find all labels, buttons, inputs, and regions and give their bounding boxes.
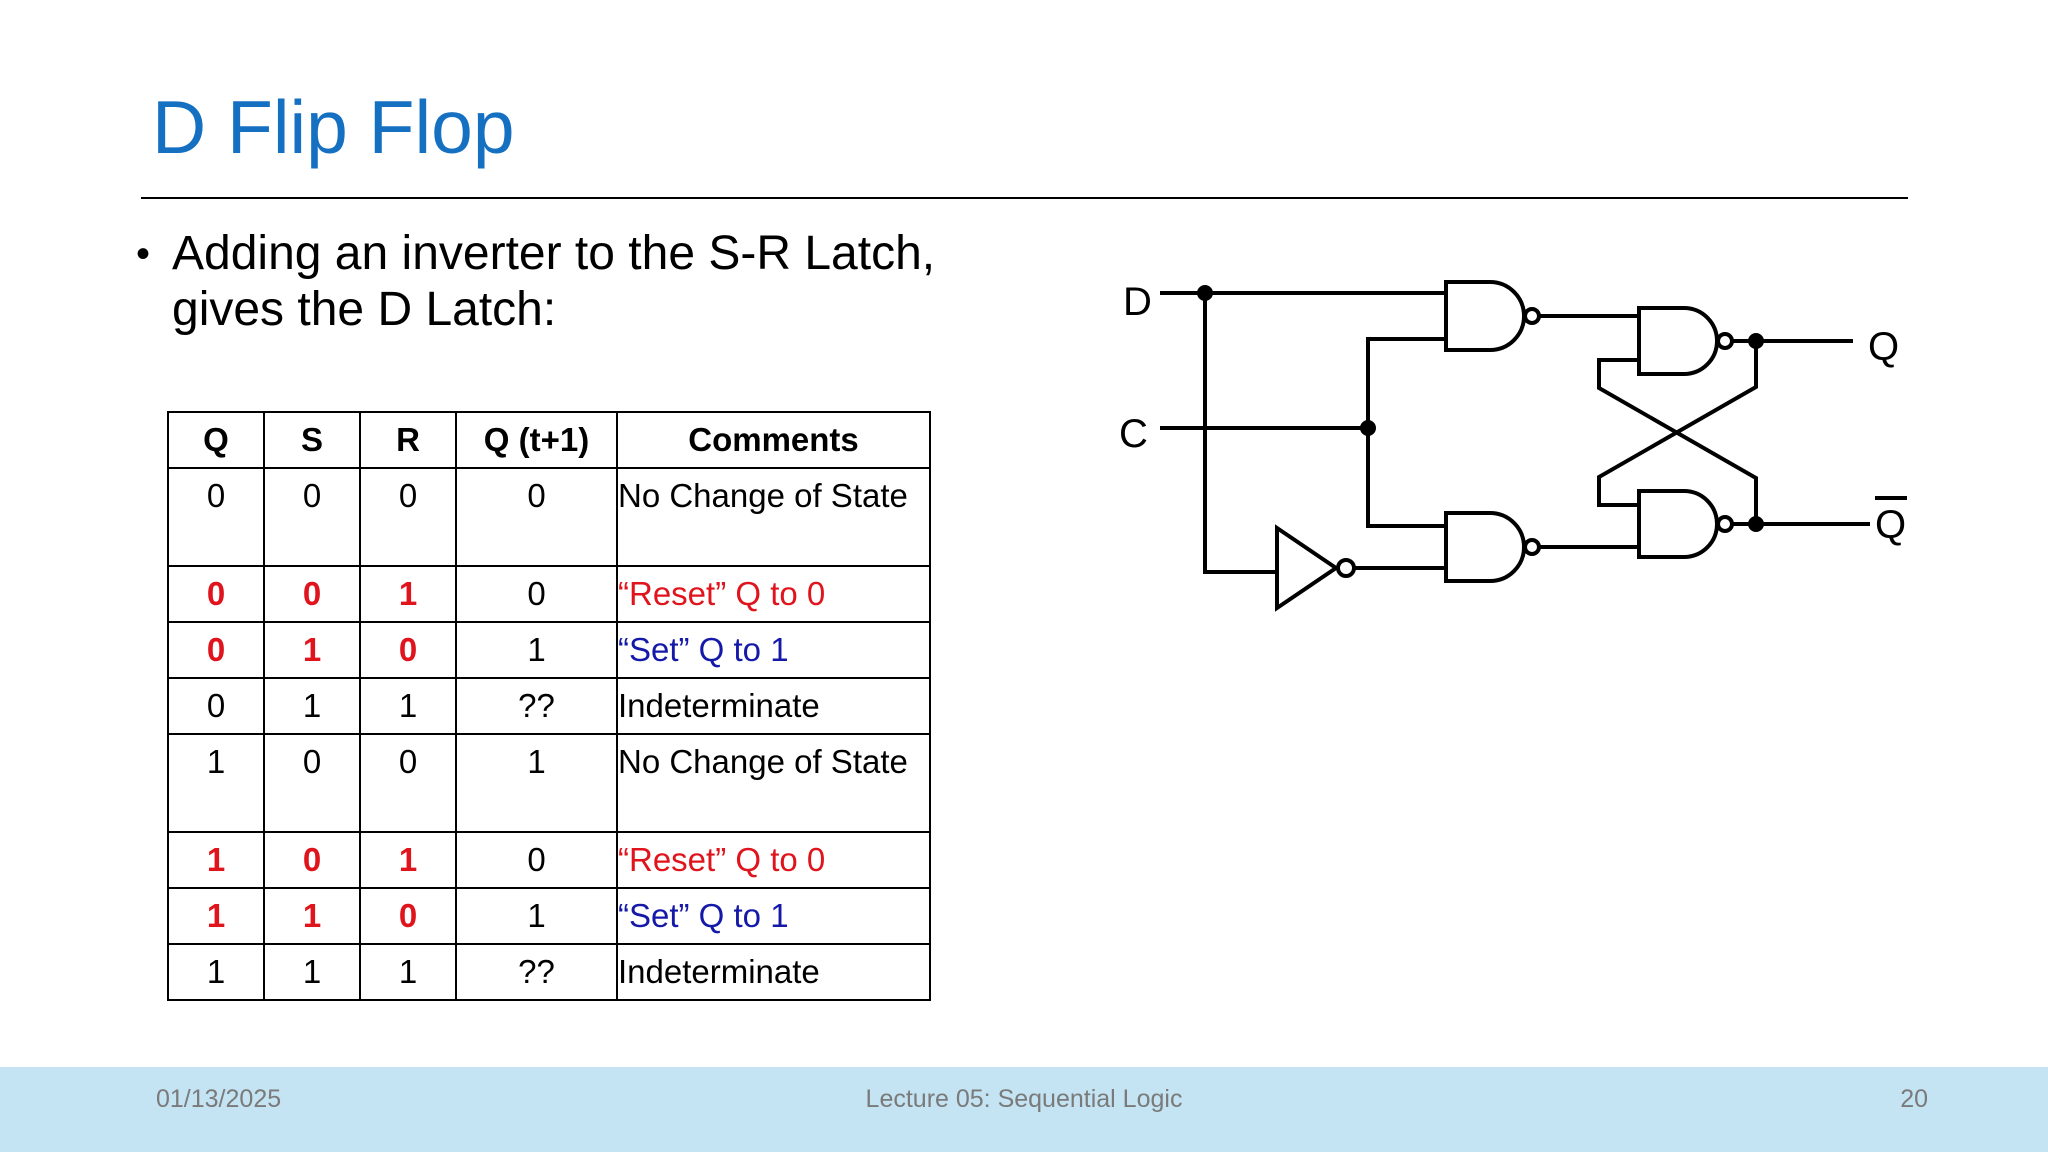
- cell-r: 1: [359, 677, 457, 735]
- cell-comment: Indeterminate: [616, 943, 931, 1001]
- d-latch-circuit-diagram: D C Q Q: [1119, 280, 1907, 612]
- cell-comment: No Change of State: [616, 733, 931, 833]
- nand-gate-latch-bottom: [1637, 489, 1719, 559]
- nand-gate-top: [1444, 280, 1526, 352]
- label-c: C: [1119, 412, 1148, 456]
- cell-r: 0: [359, 467, 457, 567]
- cell-comment: No Change of State: [616, 467, 931, 567]
- cell-q-next: ??: [455, 943, 618, 1001]
- cell-comment: “Set” Q to 1: [616, 621, 931, 679]
- wire-c-bottom: [1366, 428, 1446, 528]
- cell-r: 1: [359, 943, 457, 1001]
- junction-qbar: [1748, 516, 1764, 532]
- cell-comment: “Reset” Q to 0: [616, 831, 931, 889]
- cell-q-next: 0: [455, 831, 618, 889]
- header-comments: Comments: [616, 411, 931, 469]
- inverter-gate: [1275, 524, 1340, 612]
- wire-c-top: [1366, 337, 1446, 428]
- table-row: 0 0 0 0 No Change of State: [167, 467, 931, 567]
- cell-q-next: 1: [455, 621, 618, 679]
- junction-q: [1748, 333, 1764, 349]
- cell-r: 0: [359, 733, 457, 833]
- nand-gate-latch-top: [1637, 306, 1719, 376]
- table-row: 1 1 1 ?? Indeterminate: [167, 943, 931, 1001]
- wire-d-branch: [1203, 293, 1277, 574]
- cell-q-next: ??: [455, 677, 618, 735]
- header-q-next: Q (t+1): [455, 411, 618, 469]
- bullet-dot-icon: •: [136, 232, 151, 276]
- cell-comment: Indeterminate: [616, 677, 931, 735]
- table-row: 0 1 1 ?? Indeterminate: [167, 677, 931, 735]
- cell-s: 1: [263, 621, 361, 679]
- label-qbar: Q: [1875, 503, 1906, 547]
- cell-q: 1: [167, 887, 265, 945]
- label-d: D: [1123, 280, 1152, 324]
- cell-comment: “Set” Q to 1: [616, 887, 931, 945]
- cell-r: 1: [359, 831, 457, 889]
- slide-title: D Flip Flop: [152, 85, 515, 169]
- cell-q-next: 1: [455, 887, 618, 945]
- wire-feedback-qbar: [1597, 358, 1758, 524]
- footer-date: 01/13/2025: [156, 1085, 282, 1113]
- title-divider: [141, 197, 1908, 199]
- junction-c: [1360, 420, 1376, 436]
- cell-r: 0: [359, 887, 457, 945]
- nand-bubble-top: [1523, 307, 1541, 325]
- cell-q-next: 1: [455, 733, 618, 833]
- table-row: 0 0 1 0 “Reset” Q to 0: [167, 565, 931, 623]
- inverter-bubble: [1336, 558, 1356, 578]
- table-row: 1 0 1 0 “Reset” Q to 0: [167, 831, 931, 889]
- junction-d: [1197, 285, 1213, 301]
- cell-q: 0: [167, 565, 265, 623]
- nand-bubble-latch-bottom: [1716, 515, 1734, 533]
- label-q: Q: [1868, 325, 1899, 369]
- header-r: R: [359, 411, 457, 469]
- nand-bubble-bottom: [1523, 538, 1541, 556]
- cell-r: 0: [359, 621, 457, 679]
- nand-gate-bottom: [1444, 511, 1526, 583]
- footer-page-number: 20: [1900, 1085, 1928, 1113]
- cell-s: 0: [263, 831, 361, 889]
- cell-r: 1: [359, 565, 457, 623]
- cell-s: 0: [263, 565, 361, 623]
- cell-s: 1: [263, 887, 361, 945]
- header-s: S: [263, 411, 361, 469]
- cell-q-next: 0: [455, 565, 618, 623]
- wire-feedback-q: [1597, 341, 1758, 507]
- cell-s: 1: [263, 677, 361, 735]
- cell-q: 1: [167, 943, 265, 1001]
- cell-q: 0: [167, 677, 265, 735]
- table-row: 1 0 0 1 No Change of State: [167, 733, 931, 833]
- cell-q-next: 0: [455, 467, 618, 567]
- table-row: 1 1 0 1 “Set” Q to 1: [167, 887, 931, 945]
- truth-table: Q S R Q (t+1) Comments 0 0 0 0 No Change…: [167, 411, 931, 1001]
- cell-q: 0: [167, 467, 265, 567]
- cell-q: 1: [167, 831, 265, 889]
- footer-lecture: Lecture 05: Sequential Logic: [865, 1085, 1183, 1113]
- cell-q: 1: [167, 733, 265, 833]
- bullet-text: Adding an inverter to the S-R Latch, giv…: [172, 227, 936, 336]
- nand-bubble-latch-top: [1716, 332, 1734, 350]
- cell-s: 1: [263, 943, 361, 1001]
- cell-q: 0: [167, 621, 265, 679]
- table-row: 0 1 0 1 “Set” Q to 1: [167, 621, 931, 679]
- cell-comment: “Reset” Q to 0: [616, 565, 931, 623]
- header-q: Q: [167, 411, 265, 469]
- footer-bar: 01/13/2025 Lecture 05: Sequential Logic …: [0, 1067, 2048, 1152]
- cell-s: 0: [263, 733, 361, 833]
- cell-s: 0: [263, 467, 361, 567]
- table-header-row: Q S R Q (t+1) Comments: [167, 411, 931, 469]
